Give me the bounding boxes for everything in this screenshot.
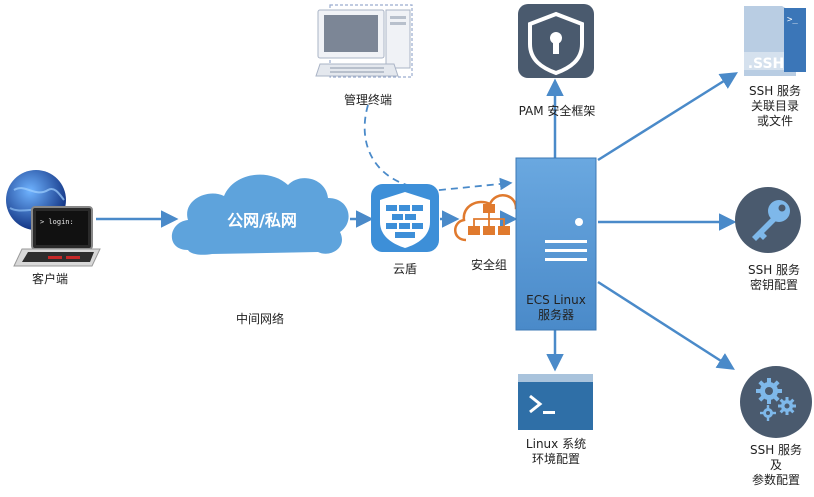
ssh-file-prompt: >_	[787, 15, 798, 25]
admin-terminal-label: 管理终端	[330, 93, 406, 108]
mid-network-label: 中间网络	[236, 312, 284, 327]
pam-label: PAM 安全框架	[505, 104, 609, 119]
cloud-shield-label: 云盾	[385, 262, 425, 277]
ecs-label-line2: 服务器	[537, 308, 574, 322]
linux-env-label: Linux 系统 环境配置	[515, 437, 597, 467]
cloud-icon: 公网/私网	[171, 174, 349, 255]
ssh-dir-label-line3: 或文件	[756, 114, 793, 128]
ssh-key-label: SSH 服务 密钥配置	[738, 263, 810, 293]
client-label-text: 客户端	[31, 272, 68, 286]
ssh-dir-label-line2: 关联目录	[750, 99, 799, 113]
desktop-computer-icon	[315, 4, 413, 78]
mid-network-label-text: 中间网络	[236, 312, 285, 326]
ssh-param-label: SSH 服务 及 参数配置	[740, 443, 812, 488]
security-group-label-text: 安全组	[470, 258, 507, 272]
ssh-key-label-line1: SSH 服务	[747, 263, 801, 277]
ssh-dir-label-line1: SSH 服务	[748, 84, 802, 98]
server-icon	[515, 157, 597, 331]
pam-label-text: PAM 安全框架	[518, 104, 596, 118]
admin-terminal-label-text: 管理终端	[343, 93, 392, 107]
gears-icon	[740, 366, 812, 438]
terminal-window-icon	[518, 374, 593, 430]
ssh-dir-label: SSH 服务 关联目录 或文件	[740, 84, 810, 129]
ssh-param-label-line1: SSH 服务	[749, 443, 803, 457]
key-icon	[735, 187, 801, 253]
arrows	[96, 72, 738, 372]
ssh-file-icon: >_ .SSH	[744, 6, 806, 76]
linux-env-label-line1: Linux 系统	[525, 437, 587, 451]
ssh-param-label-line2: 及	[769, 458, 782, 472]
linux-env-label-line2: 环境配置	[531, 452, 580, 466]
cloud-label: 公网/私网	[227, 211, 297, 230]
firewall-shield-icon	[371, 184, 439, 252]
client-label: 客户端	[22, 272, 78, 287]
laptop-screen-text: > login:	[40, 218, 74, 226]
ecs-server-label: ECS Linux 服务器	[510, 293, 602, 323]
ecs-label-line1: ECS Linux	[526, 293, 586, 307]
arrow-server-to-ssh-param	[597, 280, 735, 370]
arrow-admin-to-server	[363, 104, 513, 191]
ssh-file-text: .SSH	[748, 56, 785, 72]
ssh-param-label-line3: 参数配置	[751, 473, 800, 487]
security-group-label: 安全组	[462, 258, 516, 273]
arrow-server-to-ssh-dir	[597, 72, 738, 162]
shield-keyhole-icon	[518, 4, 594, 78]
laptop-globe-icon: > login:	[6, 170, 101, 267]
cloud-shield-label-text: 云盾	[392, 262, 417, 276]
ssh-key-label-line2: 密钥配置	[749, 278, 798, 292]
network-tree-cloud-icon	[454, 194, 527, 242]
